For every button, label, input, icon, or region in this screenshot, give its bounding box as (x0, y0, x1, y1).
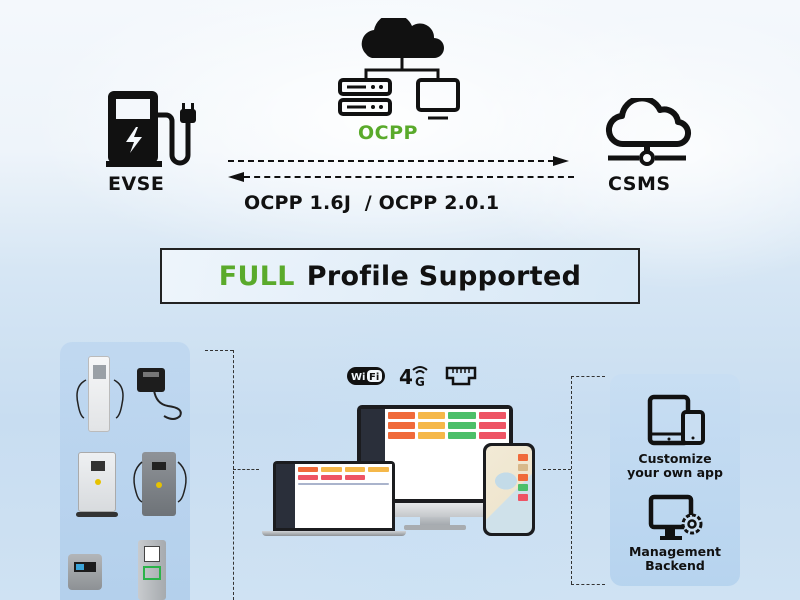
ev-charger-icon (106, 91, 196, 167)
charger-wallbox-grey (68, 554, 102, 590)
svg-text:Wi: Wi (351, 372, 365, 383)
arrow-left-line (244, 176, 574, 178)
laptop-screen (276, 464, 392, 528)
tablet-phone-icon (647, 394, 705, 446)
charger-dc-grey (142, 452, 176, 516)
svg-text:G: G (415, 375, 425, 388)
smartphone (483, 443, 535, 536)
wallbox-cable-icon (153, 389, 182, 420)
charger-base (76, 512, 118, 517)
svg-text:Fi: Fi (369, 372, 379, 383)
monitor-gear-icon (648, 494, 703, 540)
ethernet-port-icon (445, 366, 477, 386)
connector-right-top (571, 376, 605, 377)
connector-right-vertical (571, 376, 572, 584)
monitor-base (404, 525, 466, 530)
monitor-chin (357, 503, 513, 517)
charger-dc-dual-white (78, 452, 116, 512)
charger-panel (60, 342, 190, 600)
connector-left-vertical (233, 350, 234, 600)
connector-left-top (205, 350, 233, 351)
wifi-icon: Wi Fi (347, 367, 385, 385)
svg-text:4: 4 (399, 365, 413, 388)
connector-left-mid (233, 469, 259, 470)
arrow-left-head-icon (228, 172, 244, 182)
full-profile-banner: FULL Profile Supported (160, 248, 640, 304)
charger-cables-icon (76, 379, 124, 419)
grey-charger-cables-icon (133, 461, 187, 503)
map-screen (486, 446, 532, 533)
features-panel: Customize your own app Management Backen… (610, 374, 740, 586)
charger-dc-white (88, 356, 110, 432)
laptop (273, 461, 395, 531)
cloud-server-icon (605, 98, 692, 166)
csms-label: CSMS (608, 173, 671, 195)
connector-right-bottom (571, 584, 605, 585)
charger-dc-tall (138, 540, 166, 600)
laptop-base (262, 531, 406, 536)
4g-icon: 4 G (399, 365, 428, 388)
evse-label: EVSE (108, 173, 165, 195)
connector-right-mid (543, 469, 571, 470)
customize-app-label: Customize your own app (627, 451, 723, 480)
ocpp-label: OCPP (358, 122, 418, 144)
arrow-right-line (228, 160, 554, 162)
management-backend-label: Management Backend (628, 544, 721, 573)
cloud-network-icon (338, 18, 460, 120)
monitor-stand (420, 517, 450, 527)
banner-highlight: FULL (218, 260, 295, 292)
charger-wallbox-black (137, 368, 165, 392)
arrow-right-head-icon (553, 156, 569, 166)
protocol-versions-label: OCPP 1.6J / OCPP 2.0.1 (244, 192, 500, 214)
banner-text: Profile Supported (306, 260, 582, 292)
